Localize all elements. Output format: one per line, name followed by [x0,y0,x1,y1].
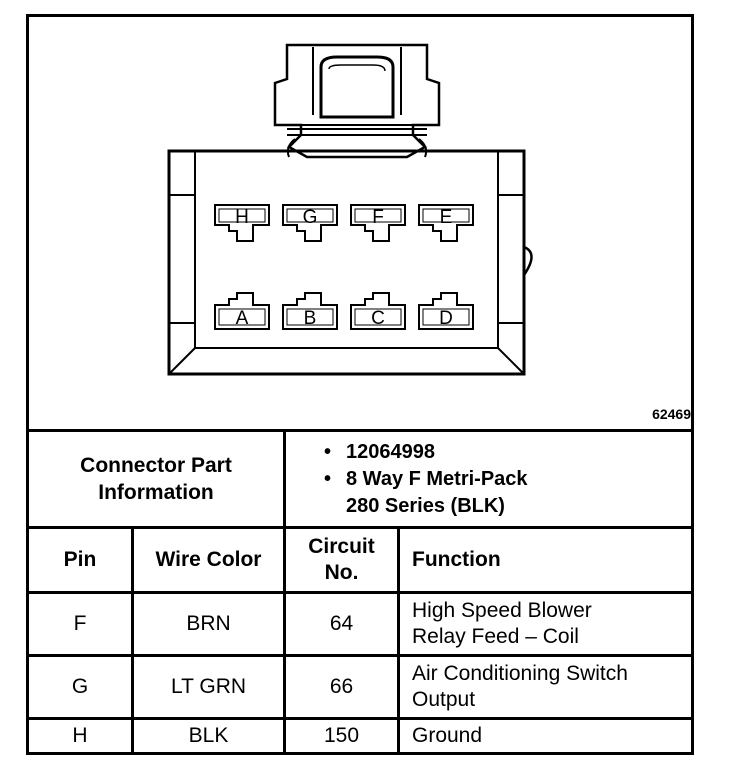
connector-face-drawing: H G F E A B C D [167,43,533,376]
connector-part-info-values: • 12064998 • 8 Way F Metri-Pack 280 Seri… [283,429,694,529]
description-text: 8 Way F Metri-Pack 280 Series (BLK) [346,466,528,520]
table-row: F BRN 64 High Speed Blower Relay Feed – … [26,591,694,657]
circuit-cell: 150 [283,717,400,755]
pin-cell: H [26,717,134,755]
connector-pinout-table: Connector Part Information • 12064998 • … [26,429,694,755]
pin-letter: H [235,207,249,228]
header-pin: Pin [26,526,134,594]
pin-letter: B [304,308,317,329]
pin-cavity-c: C [350,292,406,330]
pin-cavity-d: D [418,292,474,330]
header-line: No. [324,561,359,584]
wire-color-cell: BLK [131,717,286,755]
function-line: Ground [412,724,483,747]
function-cell: Ground [397,717,694,755]
header-line: Circuit [308,535,375,558]
pin-cavity-a: A [214,292,270,330]
pin-letter: E [440,207,453,228]
connector-part-info-row: Connector Part Information • 12064998 • … [26,429,694,529]
description-line: 280 Series (BLK) [346,494,505,517]
part-number: 12064998 [346,440,435,463]
pin-letter: G [303,207,318,228]
function-line: Relay Feed – Coil [412,625,579,648]
bullet-icon: • [324,467,332,490]
pin-letter: A [236,308,249,329]
pin-cell: F [26,591,134,657]
bullet-icon: • [324,440,332,463]
pin-letter: D [439,308,453,329]
pin-cavity-h: H [214,204,270,242]
pin-cavity-e: E [418,204,474,242]
pin-cavity-b: B [282,292,338,330]
circuit-cell: 66 [283,654,400,720]
pin-cavity-f: F [350,204,406,242]
header-circuit-no: Circuit No. [283,526,400,594]
connector-part-info-label: Connector Part Information [26,429,286,529]
part-number-line: • 12064998 [324,439,691,466]
label-line: Information [98,481,214,504]
function-cell: High Speed Blower Relay Feed – Coil [397,591,694,657]
locking-latch [273,43,441,159]
pin-letter: C [371,308,385,329]
connector-body [167,149,533,376]
pin-cavity-g: G [282,204,338,242]
wire-color-cell: BRN [131,591,286,657]
table-row: H BLK 150 Ground [26,717,694,755]
header-function: Function [397,526,694,594]
function-cell: Air Conditioning Switch Output [397,654,694,720]
table-header-row: Pin Wire Color Circuit No. Function [26,526,694,594]
connector-description: • 8 Way F Metri-Pack 280 Series (BLK) [324,466,691,520]
label-line: Connector Part [80,454,232,477]
circuit-cell: 64 [283,591,400,657]
table-row: G LT GRN 66 Air Conditioning Switch Outp… [26,654,694,720]
description-line: 8 Way F Metri-Pack [346,467,528,490]
header-wire-color: Wire Color [131,526,286,594]
pin-cell: G [26,654,134,720]
function-line: High Speed Blower [412,599,592,622]
wire-color-cell: LT GRN [131,654,286,720]
terminal-cavities: H G F E A B C D [214,204,474,330]
function-line: Output [412,688,476,711]
pin-letter: F [372,207,384,228]
figure-number: 62469 [652,406,691,422]
function-line: Air Conditioning Switch [412,662,628,685]
